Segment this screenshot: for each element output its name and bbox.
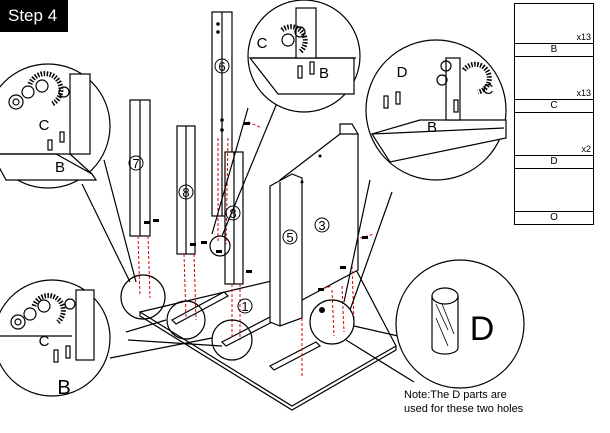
- callout-c-bottom-left: C: [39, 333, 50, 350]
- base-panel: [138, 261, 397, 407]
- callout-b-right: B: [427, 119, 437, 136]
- part-c-qty: x13: [576, 88, 591, 98]
- step-label: Step 4: [0, 0, 68, 32]
- part-d-label: D: [515, 156, 593, 169]
- part-c-label: C: [515, 100, 593, 113]
- dowel-note: Note:The D parts are used for these two …: [404, 388, 523, 416]
- callout-b-top-left: B: [55, 159, 65, 176]
- panel-5: [269, 173, 303, 327]
- panel-number-rings: [128, 58, 330, 314]
- part-o-label: O: [515, 212, 593, 225]
- zoom-detail-top-left: [0, 63, 111, 189]
- panel-7-number: 7: [132, 156, 139, 171]
- callout-c-top-left: C: [39, 117, 50, 134]
- panel-3-number: 3: [318, 218, 325, 233]
- part-b-label: B: [515, 44, 593, 57]
- callout-b-top-center: B: [319, 65, 329, 82]
- part-d-qty: x2: [581, 144, 591, 154]
- callout-c-right: C: [483, 81, 494, 98]
- panel-8-right: [224, 151, 244, 285]
- callout-b-bottom-left: B: [57, 377, 70, 399]
- part-c-cell: x13: [515, 56, 593, 100]
- part-b-cell: x13: [515, 4, 593, 44]
- base-panel-edge: [139, 312, 397, 411]
- callout-d-right: D: [397, 64, 408, 81]
- note-line-2: used for these two holes: [404, 403, 524, 415]
- callout-pointers: [81, 85, 415, 383]
- panel-8-left: [176, 125, 196, 255]
- zoom-detail-dowel: [395, 259, 525, 389]
- zoom-detail-top-center: [247, 0, 361, 113]
- detail-rings: [120, 235, 355, 361]
- parts-table: x13 B x13 C x2 D O: [514, 3, 594, 225]
- panel-8-left-number: 8: [182, 185, 189, 200]
- part-d-cell: x2: [515, 112, 593, 156]
- panel-1-number: 1: [241, 299, 248, 314]
- connector-markers: [144, 122, 368, 313]
- panel-5-number: 5: [286, 230, 293, 245]
- panel-6-number: 6: [218, 59, 225, 74]
- part-o-cell: [515, 168, 593, 212]
- zoom-detail-bottom-left: [0, 279, 111, 397]
- zoom-detail-right: [365, 39, 507, 181]
- panel-8-right-number: 8: [229, 206, 236, 221]
- panel-7: [129, 99, 151, 237]
- note-line-1: Note:The D parts are: [404, 389, 507, 401]
- callout-d-dowel: D: [470, 310, 495, 348]
- callout-c-top-center: C: [257, 35, 268, 52]
- part-b-qty: x13: [576, 32, 591, 42]
